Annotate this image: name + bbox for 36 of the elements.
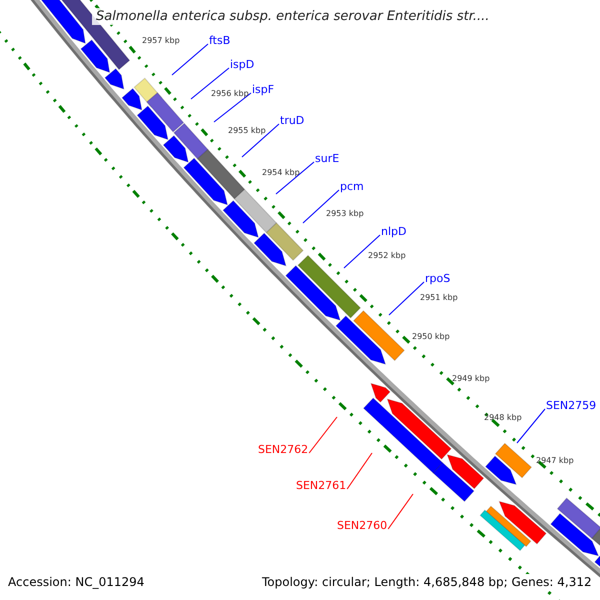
gene-label: surE bbox=[315, 152, 340, 165]
leader-line bbox=[214, 92, 252, 122]
tick-label: 2954 kbp bbox=[262, 168, 300, 177]
gene-label: ispD bbox=[230, 58, 254, 71]
tick-label: 2950 kbp bbox=[412, 332, 450, 341]
gene-label: SEN2759 bbox=[546, 399, 596, 412]
tick-label: 2951 kbp bbox=[420, 293, 458, 302]
leader-line bbox=[388, 282, 424, 316]
leader-line bbox=[308, 416, 338, 454]
leader-line bbox=[276, 162, 314, 194]
gene-label: pcm bbox=[340, 180, 364, 193]
tick-label: 2957 kbp bbox=[142, 36, 180, 45]
leader-line bbox=[344, 234, 380, 268]
gene-label: SEN2761 bbox=[296, 479, 346, 492]
tick-label: 2953 kbp bbox=[326, 209, 364, 218]
leader-line bbox=[346, 452, 372, 490]
gene-label: truD bbox=[280, 114, 304, 127]
tick-label: 2952 kbp bbox=[368, 251, 406, 260]
gene-label: rpoS bbox=[425, 272, 450, 285]
tick-label: 2956 kbp bbox=[211, 89, 249, 98]
tick-label: 2949 kbp bbox=[452, 374, 490, 383]
gene-label: SEN2762 bbox=[258, 443, 308, 456]
leader-line bbox=[190, 68, 230, 100]
leader-line bbox=[242, 124, 280, 158]
gene-label: ispF bbox=[252, 83, 274, 96]
gene-label: ftsB bbox=[209, 34, 230, 47]
accession-label: Accession: NC_011294 bbox=[6, 574, 146, 590]
tick-label: 2955 kbp bbox=[228, 126, 266, 135]
leader-line bbox=[516, 408, 546, 444]
gene-label: SEN2760 bbox=[337, 519, 388, 532]
leader-line bbox=[302, 190, 340, 224]
tick-label: 2948 kbp bbox=[484, 413, 522, 422]
leader-line bbox=[388, 494, 414, 530]
tick-label: 2947 kbp bbox=[536, 456, 574, 465]
leader-line bbox=[172, 44, 208, 76]
gene-label: nlpD bbox=[381, 225, 406, 238]
